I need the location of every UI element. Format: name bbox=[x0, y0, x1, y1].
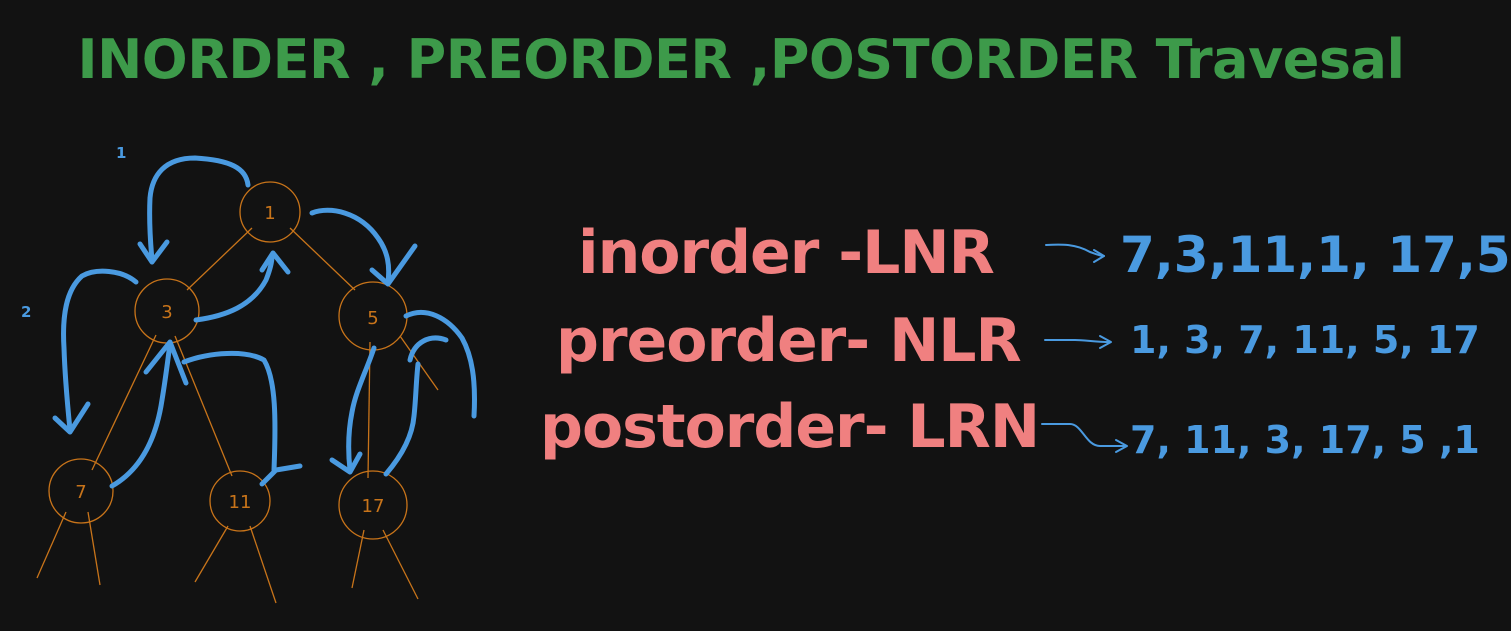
traversal-arrow-left-down bbox=[61, 268, 139, 433]
inorder-arrow-head bbox=[1093, 249, 1105, 263]
preorder-arrow bbox=[1044, 339, 1111, 343]
edge-17-right-stub bbox=[382, 529, 419, 600]
postorder-arrow bbox=[1041, 423, 1127, 447]
tree-node-1 bbox=[239, 181, 301, 243]
tree-node-label: 11 bbox=[229, 492, 252, 513]
traversal-sequence-inorder: 7,3,11,1, 17,5 bbox=[1120, 226, 1511, 284]
traversal-arrow-head bbox=[407, 335, 449, 363]
step-marker-2: 2 bbox=[21, 303, 31, 321]
traversal-arrow-top-right bbox=[309, 207, 392, 285]
traversal-name-preorder: preorder- NLR bbox=[556, 306, 1022, 376]
traversal-arrow-head bbox=[369, 243, 418, 287]
tree-node-label: 17 bbox=[362, 496, 385, 517]
page-title: INORDER , PREORDER ,POSTORDER Travesal bbox=[77, 28, 1406, 91]
edge-7-left-stub bbox=[36, 511, 67, 579]
tree-node-label: 3 bbox=[161, 302, 172, 323]
tree-node-7 bbox=[48, 458, 114, 524]
tree-node-label: 5 bbox=[367, 308, 378, 329]
edge-1-3 bbox=[186, 227, 253, 291]
edge-11-right-stub bbox=[249, 525, 277, 604]
traversal-sequence-preorder: 1, 3, 7, 11, 5, 17 bbox=[1130, 318, 1480, 362]
edge-1-5 bbox=[289, 227, 356, 291]
traversal-arrow-head bbox=[329, 451, 363, 475]
edge-7-right-stub bbox=[87, 511, 101, 586]
edge-17-left-stub bbox=[351, 529, 365, 589]
postorder-arrow-head bbox=[1115, 439, 1128, 453]
tree-node-17 bbox=[338, 470, 408, 540]
edge-3-7 bbox=[91, 334, 157, 471]
traversal-arrow-3-to-1 bbox=[193, 253, 275, 323]
inorder-arrow bbox=[1045, 243, 1105, 257]
binary-tree-diagram: 1 3 5 7 11 17 1 2 bbox=[21, 144, 477, 604]
traversal-name-inorder: inorder -LNR bbox=[578, 218, 995, 288]
traversal-arrow-5-down bbox=[346, 345, 377, 473]
tree-node-label: 1 bbox=[264, 203, 275, 224]
traversal-arrow-head bbox=[259, 463, 303, 487]
traversal-arrow-7-to-3 bbox=[109, 341, 173, 489]
traversal-arrow-top-left bbox=[147, 155, 251, 263]
traversal-sequence-postorder: 7, 11, 3, 17, 5 ,1 bbox=[1130, 418, 1480, 462]
traversal-arrow-right-loop bbox=[403, 309, 477, 419]
traversal-arrow-3-to-11 bbox=[181, 351, 278, 473]
tree-node-11 bbox=[209, 470, 271, 532]
traversal-arrow-head bbox=[52, 401, 91, 435]
traversal-arrow-head bbox=[259, 250, 291, 275]
traversal-name-postorder: postorder- LRN bbox=[540, 392, 1040, 462]
edge-11-left-stub bbox=[194, 525, 229, 583]
traversal-arrow-17-up bbox=[383, 361, 421, 477]
tree-node-label: 7 bbox=[75, 482, 86, 503]
traversal-arrow-head bbox=[137, 239, 170, 265]
step-marker-1: 1 bbox=[116, 144, 126, 162]
preorder-arrow-head bbox=[1099, 335, 1112, 349]
traversal-arrow-head bbox=[143, 339, 189, 386]
